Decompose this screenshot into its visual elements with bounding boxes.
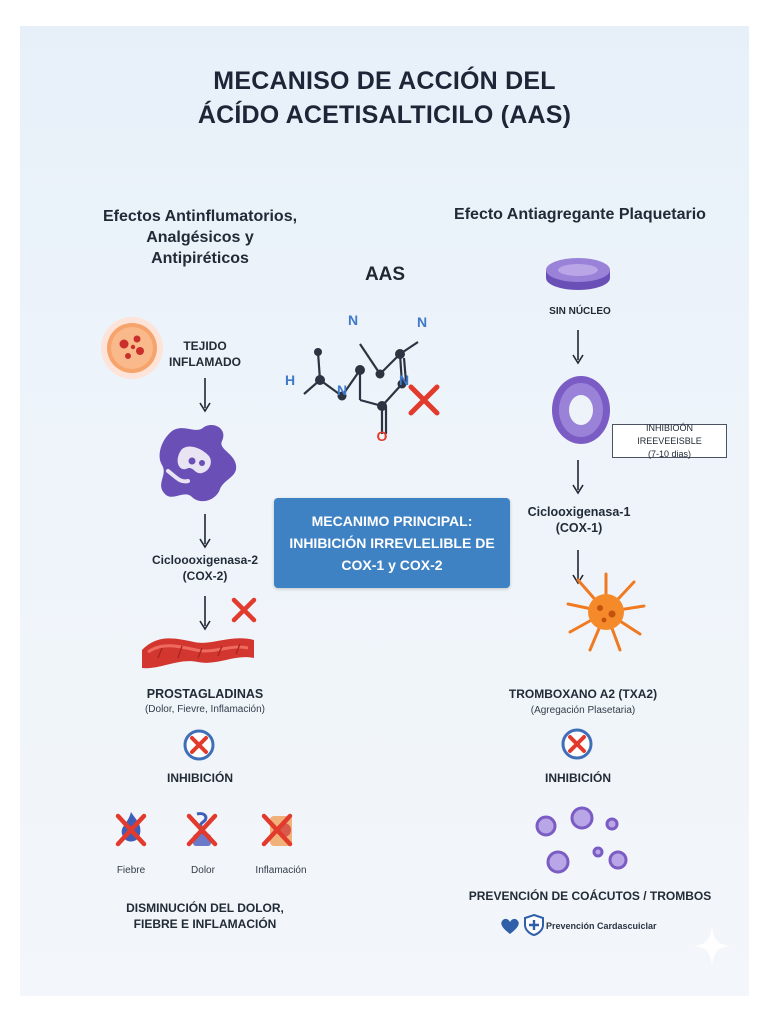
inhibition-label-left: INHIBICIÓN bbox=[167, 771, 233, 785]
footer-label: Prevención Cardascuiclar bbox=[546, 921, 657, 931]
title-line-1: MECANISO DE ACCIÓN DEL bbox=[213, 67, 556, 95]
thromboxane-sub: (Agregación Plasetaria) bbox=[530, 705, 636, 716]
cox2-label-line-2: (COX-2) bbox=[182, 569, 228, 583]
banner-line-1: MECANIMO PRINCIPAL: bbox=[311, 513, 473, 529]
atom-n-1: N bbox=[347, 312, 359, 328]
left-result-line-1: DISMINUCIÓN DEL DOLOR, bbox=[126, 901, 284, 915]
left-result-line-2: FIEBRE E INFLAMACIÓN bbox=[133, 917, 277, 931]
heart-icon bbox=[501, 918, 519, 934]
banner-line-3: COX-1 y COX-2 bbox=[341, 557, 443, 573]
cox2-label: Cicloooxigenasa-2 (COX-2) bbox=[140, 552, 270, 584]
fever-icon bbox=[115, 812, 147, 847]
page-title: MECANISO DE ACCIÓN DEL ÁCÍDO ACETISALTIC… bbox=[20, 64, 749, 132]
sparkle-icon bbox=[694, 924, 730, 968]
tissue-label-line-2: INFLAMADO bbox=[169, 355, 241, 369]
pain-icon bbox=[186, 812, 218, 847]
platelet-label: SIN NÚCLEO bbox=[549, 306, 611, 317]
prostaglandin-sub: (Dolor, Fievre, Inflamación) bbox=[144, 704, 266, 715]
inflamed-tissue-icon bbox=[101, 317, 163, 379]
symptom-inflammation: Inflamación bbox=[255, 865, 307, 876]
tissue-label: TEJIDO INFLAMADO bbox=[160, 338, 250, 370]
right-result: PREVENCIÓN DE COÁCUTOS / TROMBOS bbox=[468, 889, 712, 903]
cox1-label-line-1: Ciclooxigenasa-1 bbox=[527, 505, 631, 519]
infographic-card: MECANISO DE ACCIÓN DEL ÁCÍDO ACETISALTIC… bbox=[20, 26, 749, 996]
left-heading-line-1: Efectos Antinflumatorios, bbox=[102, 208, 298, 225]
shield-icon bbox=[524, 913, 544, 937]
atom-n-2: N bbox=[416, 314, 428, 330]
activated-platelet-icon bbox=[566, 572, 646, 652]
left-result: DISMINUCIÓN DEL DOLOR, FIEBRE E INFLAMAC… bbox=[90, 900, 320, 932]
arrow-down-icon bbox=[572, 460, 584, 495]
inhibition-label-right: INHIBICIÓN bbox=[545, 771, 611, 785]
inhibited-platelet-ring-icon bbox=[552, 376, 610, 444]
cox2-enzyme-icon bbox=[159, 424, 237, 502]
blood-cells-icon bbox=[535, 806, 628, 874]
atom-h: H bbox=[284, 372, 296, 388]
prostaglandin-ribbon-icon bbox=[142, 638, 254, 669]
atom-n-3: N bbox=[336, 382, 348, 398]
arrow-down-icon bbox=[199, 596, 211, 631]
left-heading: Efectos Antinflumatorios, Analgésicos y … bbox=[80, 206, 320, 269]
aas-molecule-diagram bbox=[303, 341, 419, 434]
arrow-down-icon bbox=[572, 330, 584, 365]
inhibition-icon bbox=[183, 729, 215, 761]
cox1-label-line-2: (COX-1) bbox=[555, 521, 603, 535]
right-heading: Efecto Antiagregante Plaquetario bbox=[454, 206, 706, 223]
atom-n-4: N bbox=[398, 372, 410, 388]
left-heading-line-3: Antipiréticos bbox=[151, 250, 249, 267]
drug-label: AAS bbox=[364, 264, 406, 285]
platelet-disc-icon bbox=[546, 258, 610, 290]
inflammation-icon bbox=[261, 813, 293, 847]
mechanism-banner: MECANIMO PRINCIPAL: INHIBICIÓN IRREVLELI… bbox=[274, 498, 510, 588]
arrow-down-icon bbox=[572, 550, 584, 585]
arrow-down-icon bbox=[199, 378, 211, 413]
irreversible-inhibition-box: INHIBIOÓN IREEVEEISBLE (7-10 dias) bbox=[612, 422, 727, 459]
symptom-fever: Fiebre bbox=[116, 865, 146, 876]
atom-o: O bbox=[376, 428, 388, 444]
block-x-icon bbox=[408, 384, 440, 416]
block-x-icon bbox=[231, 597, 257, 623]
cox2-label-line-1: Cicloooxigenasa-2 bbox=[151, 553, 259, 567]
inhibition-box-line-1: INHIBIOÓN IREEVEEISBLE bbox=[637, 422, 702, 446]
inhibition-box-line-2: (7-10 dias) bbox=[647, 448, 692, 459]
banner-line-2: INHIBICIÓN IRREVLELIBLE DE bbox=[289, 535, 495, 551]
title-line-2: ÁCÍDO ACETISALTICILO (AAS) bbox=[197, 101, 572, 129]
arrow-down-icon bbox=[199, 514, 211, 549]
cox1-label: Ciclooxigenasa-1 (COX-1) bbox=[514, 504, 644, 536]
thromboxane-label: TROMBOXANO A2 (TXA2) bbox=[508, 687, 658, 701]
left-heading-line-2: Analgésicos y bbox=[146, 229, 254, 246]
inhibition-icon bbox=[561, 728, 593, 760]
tissue-label-line-1: TEJIDO bbox=[183, 339, 227, 353]
prostaglandin-label: PROSTAGLADINAS bbox=[146, 687, 264, 701]
symptom-pain: Dolor bbox=[191, 865, 215, 876]
